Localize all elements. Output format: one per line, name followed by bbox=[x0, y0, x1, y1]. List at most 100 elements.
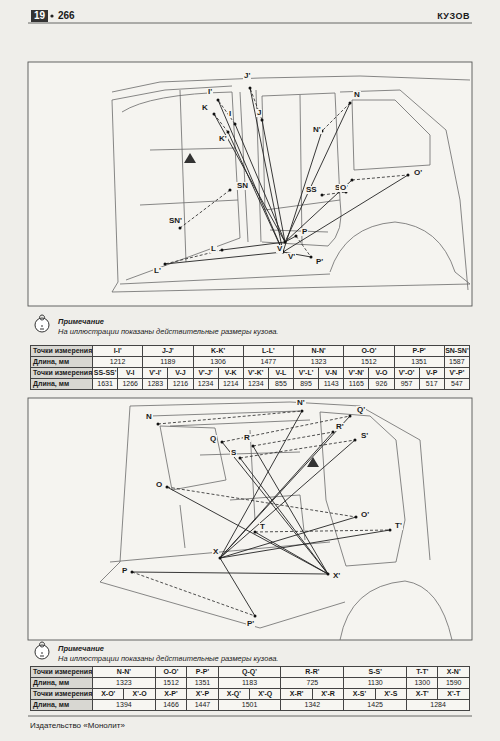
measure-point bbox=[254, 615, 257, 618]
table-cell: X-P' bbox=[155, 689, 186, 700]
table-cell: 725 bbox=[281, 678, 344, 689]
measure-line bbox=[283, 131, 322, 252]
table-cell: 1284 bbox=[407, 700, 470, 711]
cell-text: 1165 bbox=[349, 380, 364, 387]
table-cell: 1394 bbox=[93, 700, 156, 711]
measure-line bbox=[285, 103, 350, 242]
cell-text: 1425 bbox=[367, 701, 383, 708]
point-label: X bbox=[212, 548, 219, 556]
table-cell: L-L' bbox=[243, 346, 293, 357]
point-label: K bbox=[201, 104, 209, 112]
table-cell: 1351 bbox=[394, 357, 444, 368]
table-cell: 1306 bbox=[193, 357, 243, 368]
measure-line bbox=[218, 100, 283, 252]
measure-point bbox=[213, 113, 216, 116]
cell-text: X'-O bbox=[133, 690, 147, 697]
measure-line bbox=[228, 132, 283, 252]
row-heading: Точки измерения bbox=[33, 369, 92, 376]
cell-text: 1631 bbox=[97, 380, 113, 387]
measure-point bbox=[354, 439, 357, 442]
row-heading: Длина, мм bbox=[33, 358, 69, 365]
cell-text: X'-Q bbox=[258, 690, 272, 697]
row-heading: Точки измерения bbox=[33, 690, 92, 697]
cell-text: 1351 bbox=[195, 679, 211, 686]
cell-text: 547 bbox=[451, 380, 463, 387]
cell-text: J-J' bbox=[162, 347, 174, 354]
table-cell: 1512 bbox=[344, 357, 394, 368]
body-rear-outline bbox=[160, 426, 226, 490]
table-cell: Точки измерения bbox=[31, 689, 93, 700]
table-cell: 1216 bbox=[168, 379, 193, 390]
cell-text: O-O' bbox=[361, 347, 376, 354]
table-cell: V-O bbox=[369, 368, 394, 379]
table-cell: 957 bbox=[394, 379, 419, 390]
table-cell: 1266 bbox=[118, 379, 143, 390]
cell-text: 1130 bbox=[368, 679, 383, 686]
body-rear-outline bbox=[130, 402, 430, 560]
measure-dashed-line bbox=[222, 416, 350, 442]
point-label: X' bbox=[332, 572, 341, 580]
table-cell: V'-I' bbox=[143, 368, 168, 379]
measure-point bbox=[295, 235, 298, 238]
body-side-outline bbox=[112, 76, 470, 292]
measure-point bbox=[221, 249, 224, 252]
point-label: P' bbox=[315, 258, 324, 266]
point-label: O' bbox=[413, 169, 423, 177]
table-cell: T-T' bbox=[407, 667, 438, 678]
table-cell: X-R' bbox=[281, 689, 312, 700]
measure-line bbox=[262, 120, 285, 242]
table-cell: O-O' bbox=[344, 346, 394, 357]
point-label: N' bbox=[296, 399, 306, 407]
cell-text: X-N' bbox=[447, 668, 461, 675]
cell-text: 1212 bbox=[110, 358, 126, 365]
cell-text: V'-I' bbox=[149, 369, 161, 376]
table-cell: 855 bbox=[268, 379, 293, 390]
table-cell: V'-K' bbox=[243, 368, 268, 379]
point-label: P bbox=[301, 228, 308, 236]
page-bullet bbox=[50, 14, 53, 17]
diagram-frame bbox=[28, 398, 472, 640]
body-rear-outline bbox=[100, 402, 452, 640]
measure-line bbox=[220, 416, 350, 558]
measure-dashed-line bbox=[158, 411, 302, 424]
measure-dashed-line bbox=[250, 88, 262, 120]
point-label: SN' bbox=[168, 217, 183, 225]
cell-text: V-I bbox=[126, 369, 135, 376]
note-heading: Примечание bbox=[58, 318, 104, 326]
measure-point bbox=[221, 441, 224, 444]
body-side-outline bbox=[140, 148, 328, 232]
table-cell: Длина, мм bbox=[31, 678, 93, 689]
cell-text: 1512 bbox=[361, 358, 377, 365]
note-heading: Примечание bbox=[58, 645, 104, 653]
measure-point bbox=[239, 457, 242, 460]
table-cell: V-N bbox=[319, 368, 344, 379]
cell-text: V-L bbox=[275, 369, 286, 376]
cell-text: 1477 bbox=[261, 358, 277, 365]
table-cell: 1283 bbox=[143, 379, 168, 390]
row-heading: Точки измерения bbox=[33, 347, 92, 354]
cell-text: V'-N' bbox=[349, 369, 364, 376]
cell-text: V-J bbox=[175, 369, 186, 376]
cell-text: 1323 bbox=[311, 358, 327, 365]
point-label: Q' bbox=[356, 406, 366, 414]
table-cell: X-S' bbox=[344, 689, 375, 700]
table-cell: 1130 bbox=[344, 678, 407, 689]
note-icon bbox=[40, 642, 45, 656]
body-rear-outline bbox=[150, 411, 310, 426]
cell-text: 1590 bbox=[446, 679, 462, 686]
cell-text: V'-K' bbox=[248, 369, 263, 376]
cell-text: P-P' bbox=[412, 347, 425, 354]
reference-marker bbox=[184, 153, 196, 163]
table-cell: SN-SN' bbox=[444, 346, 469, 357]
body-rear-outline bbox=[340, 581, 452, 640]
measure-table: Точки измеренияI-I'J-J'K-K'L-L'N-N'O-O'P… bbox=[30, 345, 470, 390]
measure-point bbox=[254, 531, 257, 534]
point-label: P' bbox=[246, 620, 255, 628]
point-label: N bbox=[145, 413, 153, 421]
table-cell: 1234 bbox=[243, 379, 268, 390]
measure-line bbox=[165, 252, 283, 264]
cell-text: L-L' bbox=[262, 347, 275, 354]
point-label: O bbox=[339, 184, 347, 192]
table-cell: X'-S bbox=[375, 689, 406, 700]
cell-text: 1234 bbox=[248, 380, 264, 387]
